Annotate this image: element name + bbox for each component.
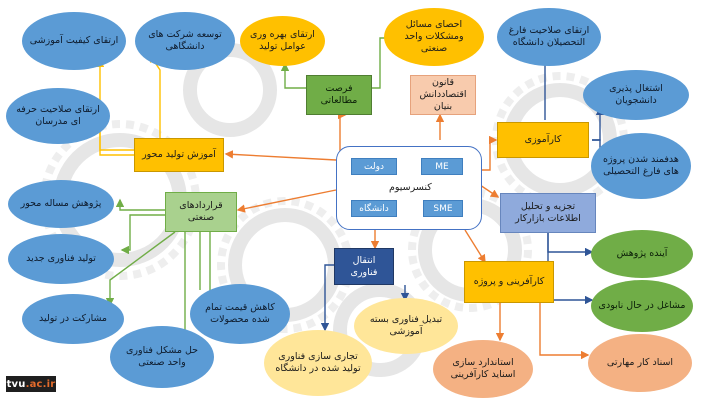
leaf-future-research: آینده پژوهش [591, 230, 693, 278]
leaf-teacher-competence: ارتقای صلاحیت حرفه ای مدرسان [6, 88, 110, 144]
chip-me: ME [421, 158, 463, 175]
connectors-tech [320, 264, 410, 332]
tvu-logo: tvu.ac.ir [6, 376, 56, 392]
leaf-solve-tech-problem: حل مشکل فناوری واحد صنعتی [110, 326, 214, 388]
leaf-student-employability: اشتغال پذیری دانشجویان [583, 70, 689, 120]
leaf-graduate-qualification: ارتقای صلاحیت فارغ التحصیلان دانشگاه [497, 8, 601, 66]
connectors-center [224, 110, 500, 264]
leaf-new-technology: تولید فناوری جدید [8, 234, 114, 284]
connectors-market [547, 232, 594, 305]
chip-government: دولت [351, 158, 397, 175]
leaf-problem-research: پژوهش مساله محور [8, 180, 114, 228]
connectors-entre [495, 302, 590, 360]
chip-university: دانشگاه [351, 200, 397, 217]
hub-internship: کارآموزی [497, 122, 589, 158]
leaf-packaged-tech: تبدیل فناوری بسته آموزشی [354, 298, 458, 354]
hub-market-analysis: تجزیه و تحلیل اطلاعات بازارکار [500, 193, 596, 233]
chip-sme: SME [423, 200, 463, 217]
leaf-commercialize-tech: تجاری سازی فناوری تولید شده در دانشگاه [264, 330, 372, 396]
leaf-vanishing-jobs: مشاغل در حال نابودی [591, 280, 693, 332]
leaf-targeted-projects: هدفمند شدن پروژه های فارغ التحصیلی [591, 133, 691, 199]
leaf-cost-reduction: کاهش قیمت تمام شده محصولات [190, 284, 290, 344]
leaf-production-partnership: مشارکت در تولید [22, 294, 124, 344]
hub-knowledge-law: قانون اقتصاددانش بنیان [410, 75, 476, 115]
leaf-productivity: ارتقای بهره وری عوامل تولید [240, 16, 325, 66]
consortium-label: کنسرسیوم [389, 182, 432, 193]
hub-industrial-contracts: قراردادهای صنعتی [165, 192, 237, 232]
leaf-professional-doc: اسناد کار مهارتی [588, 334, 692, 392]
hub-entrepreneurship: کارآفرینی و پروژه [464, 261, 554, 303]
hub-tech-transfer: انتقال فناوری [334, 248, 394, 285]
leaf-education-quality: ارتقای کیفیت آموزشی [22, 12, 126, 70]
hub-production-training: آموزش تولید محور [134, 138, 224, 172]
hub-study-opportunity: فرصت مطالعاتی [306, 75, 372, 115]
leaf-university-companies: توسعه شرکت های دانشگاهی [135, 12, 235, 70]
leaf-skill-standard: استاندارد سازی اسناید کارآفرینی [433, 340, 533, 398]
leaf-industry-problems: احصای مسائل ومشکلات واحد صنعتی [384, 8, 484, 66]
